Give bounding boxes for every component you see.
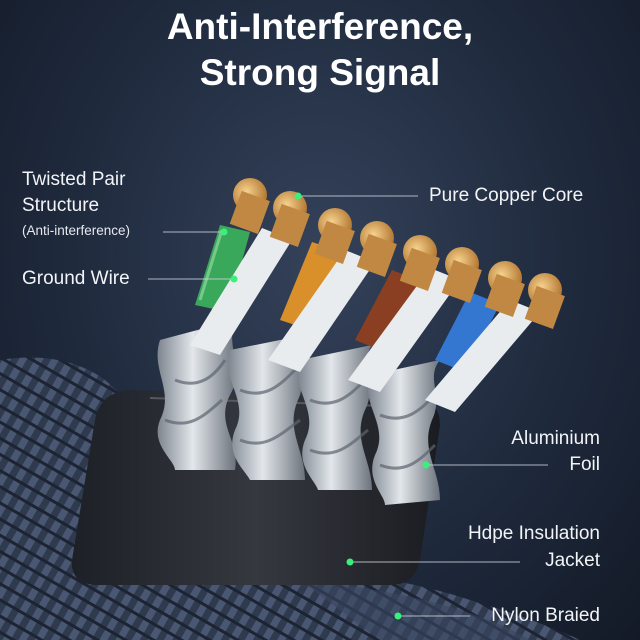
headline-line-1: Anti-Interference, [166, 6, 474, 47]
white-wire-1 [190, 228, 292, 355]
accent-dots [220, 192, 430, 620]
label-hdpe-2: Jacket [545, 550, 600, 571]
dot-aluminium [422, 461, 430, 469]
brown-wire [355, 270, 422, 352]
label-twisted-pair-2: Structure [22, 195, 100, 216]
label-pure-copper-core: Pure Copper Core [429, 185, 584, 206]
white-wire-3 [348, 268, 460, 392]
label-aluminium-1: Aluminium [511, 428, 600, 449]
dot-ground-wire [230, 275, 238, 283]
dot-copper-core [294, 192, 302, 200]
leader-lines [148, 195, 548, 617]
label-nylon-braided: Nylon Braied [491, 605, 600, 626]
aluminium-foil-group [157, 320, 440, 505]
white-wire-2 [268, 250, 375, 372]
label-aluminium-2: Foil [569, 454, 600, 475]
dot-nylon [394, 612, 402, 620]
label-twisted-pair-note: (Anti-interference) [22, 223, 131, 238]
dot-hdpe [346, 558, 354, 566]
green-wire [195, 225, 250, 312]
label-twisted-pair-1: Twisted Pair [22, 169, 126, 190]
blue-wire [435, 292, 500, 372]
white-wire-4 [425, 300, 540, 412]
dot-twisted-pair [220, 228, 228, 236]
label-hdpe-1: Hdpe Insulation [467, 523, 600, 544]
headline: Anti-Interference, Strong Signal [0, 4, 640, 96]
orange-wire [280, 242, 342, 330]
label-ground-wire: Ground Wire [22, 268, 130, 289]
wire-pairs [190, 225, 540, 412]
copper-cores [229, 178, 565, 330]
headline-line-2: Strong Signal [199, 52, 441, 93]
